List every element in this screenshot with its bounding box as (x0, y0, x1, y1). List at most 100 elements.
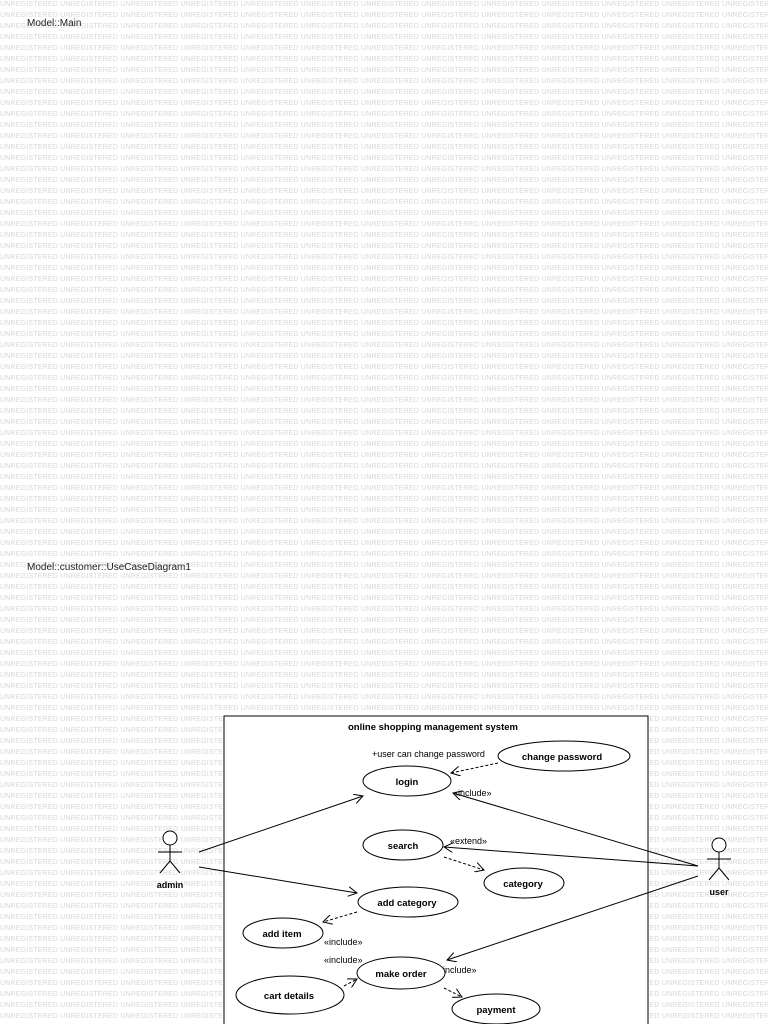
watermark-row: UNREGISTERED UNREGISTERED UNREGISTERED U… (0, 1, 768, 8)
watermark-row: UNREGISTERED UNREGISTERED UNREGISTERED U… (0, 177, 768, 184)
watermark-row: UNREGISTERED UNREGISTERED UNREGISTERED U… (0, 397, 768, 404)
watermark-row: UNREGISTERED UNREGISTERED UNREGISTERED U… (0, 133, 768, 140)
watermark-row: UNREGISTERED UNREGISTERED UNREGISTERED U… (0, 309, 768, 316)
watermark-row: UNREGISTERED UNREGISTERED UNREGISTERED U… (0, 210, 768, 217)
watermark-row: UNREGISTERED UNREGISTERED UNREGISTERED U… (0, 628, 768, 635)
use-case-make-order-label: make order (375, 969, 427, 980)
watermark-row: UNREGISTERED UNREGISTERED UNREGISTERED U… (0, 507, 768, 514)
user-actor-label: user (709, 887, 729, 897)
add-item-include-label: «include» (324, 937, 363, 947)
watermark-row: UNREGISTERED UNREGISTERED UNREGISTERED U… (0, 287, 768, 294)
use-case-add-category[interactable] (357, 886, 459, 918)
use-case-login[interactable] (362, 765, 452, 797)
watermark-row: UNREGISTERED UNREGISTERED UNREGISTERED U… (0, 254, 768, 261)
cart-details-make-order-include[interactable] (343, 979, 357, 986)
use-case-add-category-label: add category (377, 898, 437, 909)
use-case-add-item[interactable] (242, 917, 324, 949)
watermark-row: UNREGISTERED UNREGISTERED UNREGISTERED U… (0, 166, 768, 173)
watermark-row: UNREGISTERED UNREGISTERED UNREGISTERED U… (0, 606, 768, 613)
watermark-row: UNREGISTERED UNREGISTERED UNREGISTERED U… (0, 386, 768, 393)
use-case-search[interactable] (362, 829, 444, 861)
watermark-row: UNREGISTERED UNREGISTERED UNREGISTERED U… (0, 452, 768, 459)
use-case-add-item-label: add item (262, 929, 301, 940)
use-case-change-password[interactable] (497, 740, 631, 772)
watermark-row: UNREGISTERED UNREGISTERED UNREGISTERED U… (0, 144, 768, 151)
watermark-row: UNREGISTERED UNREGISTERED UNREGISTERED U… (0, 78, 768, 85)
change-password-dependency[interactable] (451, 762, 499, 773)
watermark-row: UNREGISTERED UNREGISTERED UNREGISTERED U… (0, 562, 768, 569)
watermark-row: UNREGISTERED UNREGISTERED UNREGISTERED U… (0, 12, 768, 19)
add-category-add-item-include[interactable] (323, 911, 358, 922)
watermark-row: UNREGISTERED UNREGISTERED UNREGISTERED U… (0, 419, 768, 426)
watermark-row: UNREGISTERED UNREGISTERED UNREGISTERED U… (0, 639, 768, 646)
admin-login-association[interactable] (198, 796, 363, 853)
user-search-association[interactable] (444, 847, 699, 867)
admin-actor[interactable] (158, 830, 182, 874)
watermark-row: UNREGISTERED UNREGISTERED UNREGISTERED U… (0, 320, 768, 327)
watermark-row: UNREGISTERED UNREGISTERED UNREGISTERED U… (0, 617, 768, 624)
cart-details-include-label: «include» (324, 955, 363, 965)
watermark-row: UNREGISTERED UNREGISTERED UNREGISTERED U… (0, 430, 768, 437)
system-title: online shopping management system (348, 722, 518, 733)
main-model-label: Model::Main (27, 18, 82, 29)
watermark-row: UNREGISTERED UNREGISTERED UNREGISTERED U… (0, 353, 768, 360)
watermark-row: UNREGISTERED UNREGISTERED UNREGISTERED U… (0, 529, 768, 536)
watermark-row: UNREGISTERED UNREGISTERED UNREGISTERED U… (0, 155, 768, 162)
watermark-row: UNREGISTERED UNREGISTERED UNREGISTERED U… (0, 496, 768, 503)
search-category-extend[interactable] (443, 856, 484, 870)
make-order-payment-include[interactable] (443, 987, 462, 997)
use-case-search-label: search (388, 841, 419, 852)
watermark-row: UNREGISTERED UNREGISTERED UNREGISTERED U… (0, 67, 768, 74)
watermark-row: UNREGISTERED UNREGISTERED UNREGISTERED U… (0, 243, 768, 250)
login-include-label: «include» (453, 788, 492, 798)
user-login-association[interactable] (453, 793, 699, 867)
watermark-row: UNREGISTERED UNREGISTERED UNREGISTERED U… (0, 441, 768, 448)
watermark-row: UNREGISTERED UNREGISTERED UNREGISTERED U… (0, 331, 768, 338)
watermark-row: UNREGISTERED UNREGISTERED UNREGISTERED U… (0, 463, 768, 470)
watermark-row: UNREGISTERED UNREGISTERED UNREGISTERED U… (0, 518, 768, 525)
use-case-cart-details[interactable] (235, 975, 345, 1015)
change-password-note: +user can change password (372, 749, 485, 759)
watermark-row: UNREGISTERED UNREGISTERED UNREGISTERED U… (0, 474, 768, 481)
use-case-category[interactable] (483, 867, 565, 899)
watermark-row: UNREGISTERED UNREGISTERED UNREGISTERED U… (0, 342, 768, 349)
watermark-row: UNREGISTERED UNREGISTERED UNREGISTERED U… (0, 221, 768, 228)
watermark-row: UNREGISTERED UNREGISTERED UNREGISTERED U… (0, 705, 768, 712)
watermark-row: UNREGISTERED UNREGISTERED UNREGISTERED U… (0, 661, 768, 668)
watermark-row: UNREGISTERED UNREGISTERED UNREGISTERED U… (0, 540, 768, 547)
use-case-payment[interactable] (451, 993, 541, 1024)
watermark-row: UNREGISTERED UNREGISTERED UNREGISTERED U… (0, 23, 768, 30)
watermark-row: UNREGISTERED UNREGISTERED UNREGISTERED U… (0, 122, 768, 129)
watermark-row: UNREGISTERED UNREGISTERED UNREGISTERED U… (0, 45, 768, 52)
use-case-login-label: login (396, 777, 419, 788)
watermark-row: UNREGISTERED UNREGISTERED UNREGISTERED U… (0, 199, 768, 206)
use-case-change-password-label: change password (522, 752, 602, 763)
watermark-row: UNREGISTERED UNREGISTERED UNREGISTERED U… (0, 672, 768, 679)
watermark-row: UNREGISTERED UNREGISTERED UNREGISTERED U… (0, 89, 768, 96)
admin-add-category-association[interactable] (198, 866, 357, 893)
watermark-row: UNREGISTERED UNREGISTERED UNREGISTERED U… (0, 694, 768, 701)
watermark-row: UNREGISTERED UNREGISTERED UNREGISTERED U… (0, 364, 768, 371)
watermark-row: UNREGISTERED UNREGISTERED UNREGISTERED U… (0, 683, 768, 690)
use-case-payment-label: payment (476, 1005, 516, 1016)
watermark-row: UNREGISTERED UNREGISTERED UNREGISTERED U… (0, 551, 768, 558)
watermark-row: UNREGISTERED UNREGISTERED UNREGISTERED U… (0, 111, 768, 118)
user-actor[interactable] (707, 837, 731, 881)
watermark-row: UNREGISTERED UNREGISTERED UNREGISTERED U… (0, 595, 768, 602)
watermark-row: UNREGISTERED UNREGISTERED UNREGISTERED U… (0, 584, 768, 591)
watermark-row: UNREGISTERED UNREGISTERED UNREGISTERED U… (0, 408, 768, 415)
payment-include-label: «include» (438, 965, 477, 975)
use-case-cart-details-label: cart details (264, 991, 314, 1002)
watermark-row: UNREGISTERED UNREGISTERED UNREGISTERED U… (0, 34, 768, 41)
watermark-row: UNREGISTERED UNREGISTERED UNREGISTERED U… (0, 232, 768, 239)
watermark-row: UNREGISTERED UNREGISTERED UNREGISTERED U… (0, 485, 768, 492)
watermark-row: UNREGISTERED UNREGISTERED UNREGISTERED U… (0, 276, 768, 283)
use-case-make-order[interactable] (356, 956, 446, 990)
watermark-row: UNREGISTERED UNREGISTERED UNREGISTERED U… (0, 100, 768, 107)
watermark-row: UNREGISTERED UNREGISTERED UNREGISTERED U… (0, 56, 768, 63)
diagram-model-label: Model::customer::UseCaseDiagram1 (27, 562, 191, 573)
user-make-order-association[interactable] (447, 875, 699, 960)
watermark-row: UNREGISTERED UNREGISTERED UNREGISTERED U… (0, 188, 768, 195)
watermark-row: UNREGISTERED UNREGISTERED UNREGISTERED U… (0, 573, 768, 580)
